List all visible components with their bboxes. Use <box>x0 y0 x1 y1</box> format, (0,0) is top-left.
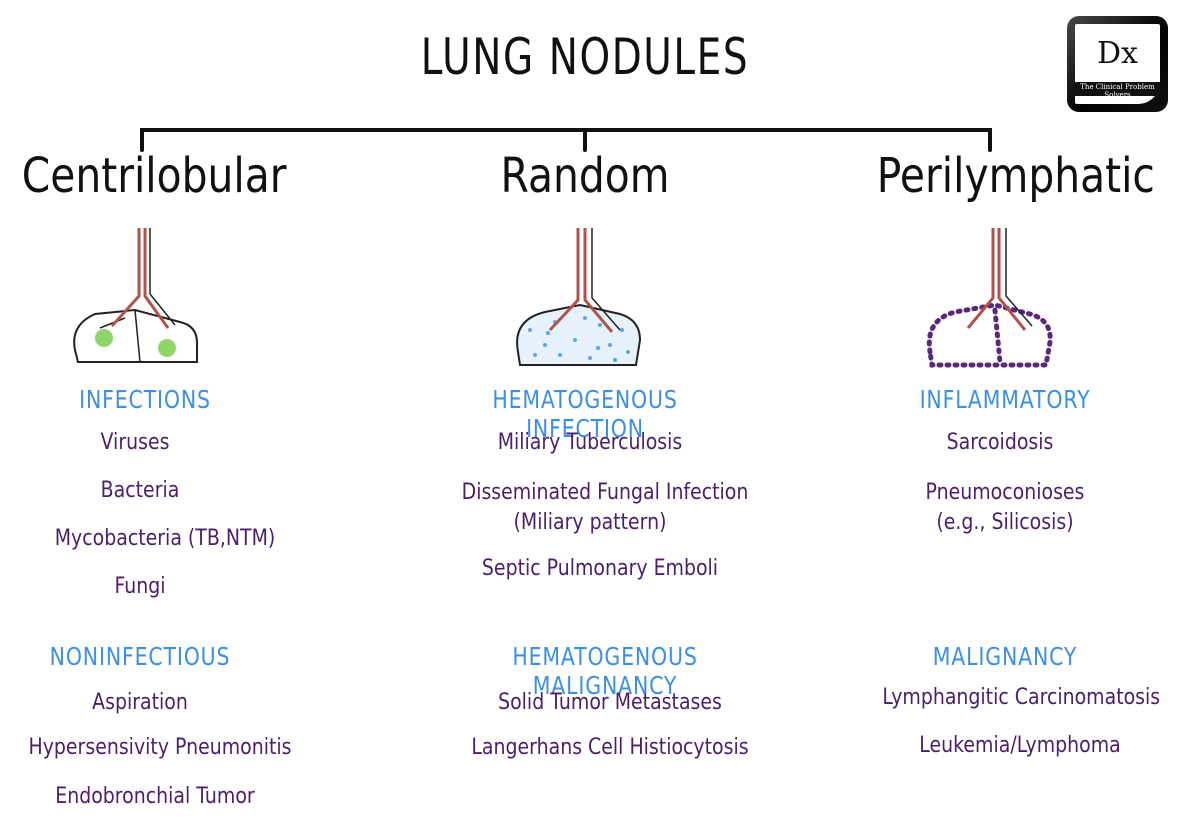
heading-centrilobular: Centrilobular <box>22 148 269 204</box>
heading-perilymphatic: Perilymphatic <box>877 148 1124 204</box>
nodule-green-left <box>95 329 113 347</box>
list-item: Miliary Tuberculosis <box>461 430 719 455</box>
list-item: Disseminated Fungal Infection <box>446 480 764 505</box>
list-item: Pneumoconioses <box>898 480 1113 505</box>
list-item: Endobronchial Tumor <box>43 784 267 809</box>
category-infections: INFECTIONS <box>43 385 248 414</box>
list-item: Aspiration <box>45 690 234 715</box>
list-item: Viruses <box>49 430 221 455</box>
list-item: Langerhans Cell Histiocytosis <box>455 735 765 760</box>
list-item: Hypersensivity Pneumonitis <box>22 735 297 760</box>
list-item: Leukemia/Lymphoma <box>900 733 1141 758</box>
list-item: Lymphangitic Carcinomatosis <box>882 685 1157 710</box>
nodule-green-right <box>158 339 176 357</box>
random-lung-icon <box>517 228 640 365</box>
category-malignancy: MALIGNANCY <box>903 642 1108 671</box>
category-inflammatory: INFLAMMATORY <box>903 385 1108 414</box>
list-item: (e.g., Silicosis) <box>898 510 1113 535</box>
category-noninfectious: NONINFECTIOUS <box>33 642 246 671</box>
list-item: Sarcoidosis <box>914 430 1086 455</box>
centrilobular-lung-icon <box>74 228 197 362</box>
list-item: Solid Tumor Metastases <box>464 690 756 715</box>
tree-bracket <box>142 130 990 150</box>
list-item: Bacteria <box>50 478 231 503</box>
list-item: (Miliary pattern) <box>487 510 693 535</box>
list-item: Septic Pulmonary Emboli <box>462 556 737 581</box>
perilymphatic-lung-icon <box>929 228 1050 365</box>
list-item: Fungi <box>50 574 231 599</box>
heading-random: Random <box>462 148 709 204</box>
list-item: Mycobacteria (TB,NTM) <box>49 526 281 551</box>
